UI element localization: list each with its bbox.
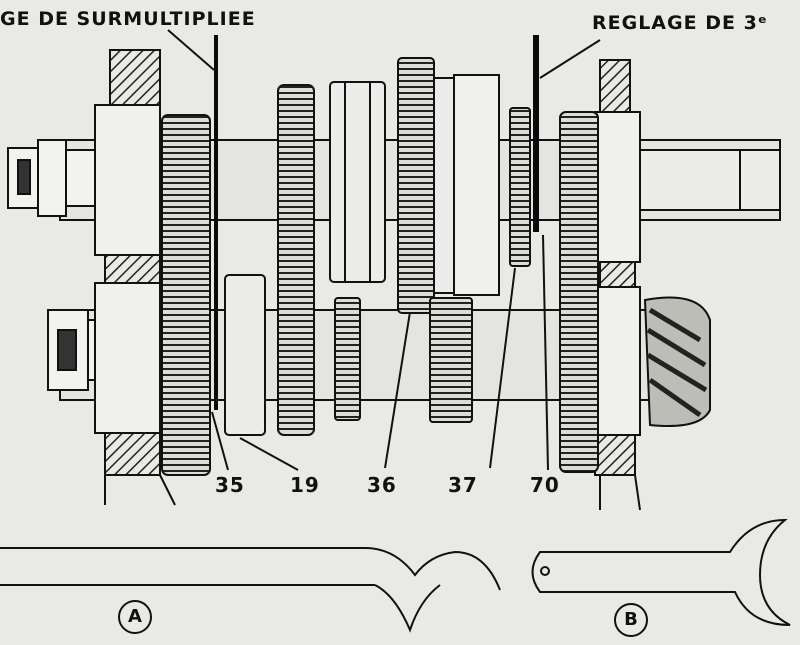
leader-lines bbox=[167, 29, 601, 471]
spanner-tool-b bbox=[531, 518, 791, 626]
callout-19: 19 bbox=[290, 473, 320, 497]
gear-37 bbox=[509, 107, 531, 267]
tool-b-label: B bbox=[614, 603, 648, 637]
helical-pinion bbox=[643, 296, 711, 427]
upper-left-bearing bbox=[94, 104, 161, 256]
gear-36 bbox=[429, 297, 473, 423]
upper-right-bearing bbox=[594, 111, 641, 263]
label-overdrive-adjustment: GE DE SURMULTIPLIEE bbox=[0, 8, 256, 30]
spanner-tool-a bbox=[0, 547, 501, 633]
small-lay-gear bbox=[334, 297, 361, 421]
lower-lock-nut bbox=[47, 309, 99, 391]
callout-70: 70 bbox=[530, 473, 560, 497]
overdrive-gear-left bbox=[161, 114, 211, 476]
right-housing-wall bbox=[594, 59, 641, 511]
lower-right-bearing bbox=[594, 286, 641, 436]
upper-lock-nut bbox=[7, 139, 97, 217]
tool-a-label: A bbox=[118, 600, 152, 634]
lower-left-bearing bbox=[94, 282, 161, 434]
label-third-adjustment: REGLAGE DE 3ᵉ bbox=[592, 12, 768, 34]
right-drive-gear bbox=[559, 111, 599, 473]
callout-35: 35 bbox=[215, 473, 245, 497]
gear-19 bbox=[277, 84, 315, 436]
synchro-hub bbox=[329, 57, 500, 314]
callout-37: 37 bbox=[448, 473, 478, 497]
callout-36: 36 bbox=[367, 473, 397, 497]
synchro-ring-19 bbox=[224, 274, 266, 436]
